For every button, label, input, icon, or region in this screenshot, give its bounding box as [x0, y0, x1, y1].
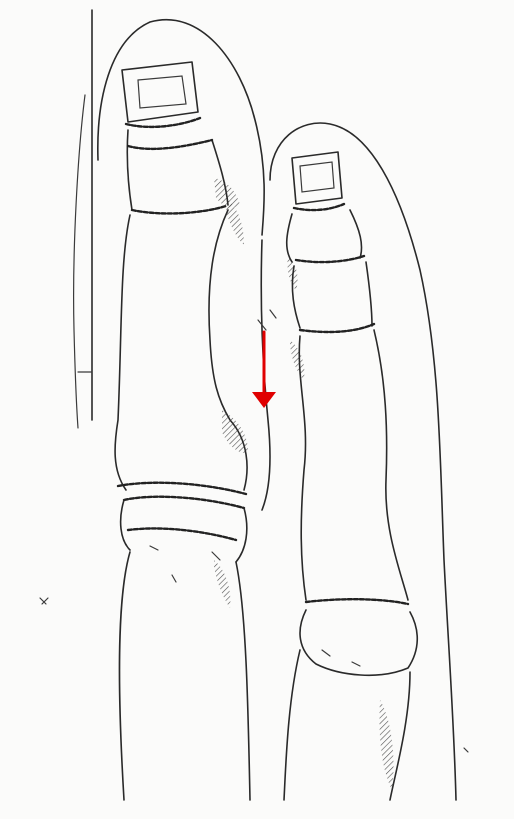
big-toe-middle-phalanx [127, 130, 240, 213]
big-toe-distal-phalanx [122, 62, 200, 127]
second-toe-outline [261, 123, 456, 800]
second-toe-distal-phalanx [292, 152, 344, 210]
second-toe-proximal-phalanx [290, 262, 408, 604]
second-toe-metatarsal [284, 610, 417, 800]
big-toe-metatarsal [119, 497, 250, 800]
big-toe-proximal-phalanx [115, 200, 248, 494]
sketch-marks [40, 310, 468, 752]
second-toe-middle-phalanx [287, 210, 364, 290]
left-neighbour-toe-outline [74, 10, 92, 428]
indicator-arrow [252, 332, 276, 408]
